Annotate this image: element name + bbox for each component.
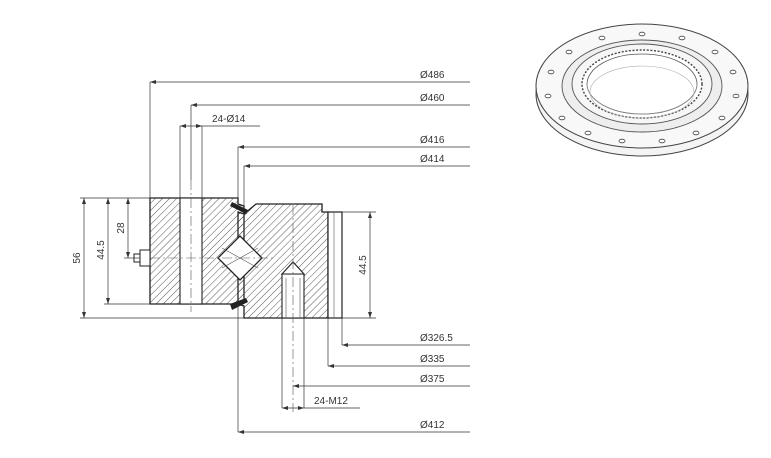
dim-tapped-holes: 24-M12 [314, 396, 348, 407]
dim-d414: Ø414 [420, 154, 445, 165]
bearing-3d-view [535, 23, 749, 157]
cross-section [133, 180, 343, 412]
dim-d335: Ø335 [420, 354, 445, 365]
dimension-labels: Ø486 Ø460 24-Ø14 Ø416 Ø414 Ø326.5 Ø335 Ø… [72, 70, 453, 431]
dim-d375: Ø375 [420, 374, 445, 385]
dim-d412: Ø412 [420, 420, 445, 431]
dim-d486: Ø486 [420, 70, 445, 81]
dim-d460: Ø460 [420, 93, 445, 104]
grease-nipple [139, 249, 151, 267]
dim-h56: 56 [72, 252, 83, 264]
dim-h44-5-left: 44.5 [96, 240, 107, 260]
arrowheads [82, 80, 372, 434]
dim-h28: 28 [116, 222, 127, 234]
dimension-lines [80, 81, 470, 433]
gear-region [327, 211, 343, 319]
top-seal [230, 202, 248, 214]
dim-bolt-holes: 24-Ø14 [212, 114, 246, 125]
dim-d416: Ø416 [420, 135, 445, 146]
dim-d326-5: Ø326.5 [420, 333, 453, 344]
dim-h44-5-right: 44.5 [358, 255, 369, 275]
bottom-seal [230, 298, 248, 310]
